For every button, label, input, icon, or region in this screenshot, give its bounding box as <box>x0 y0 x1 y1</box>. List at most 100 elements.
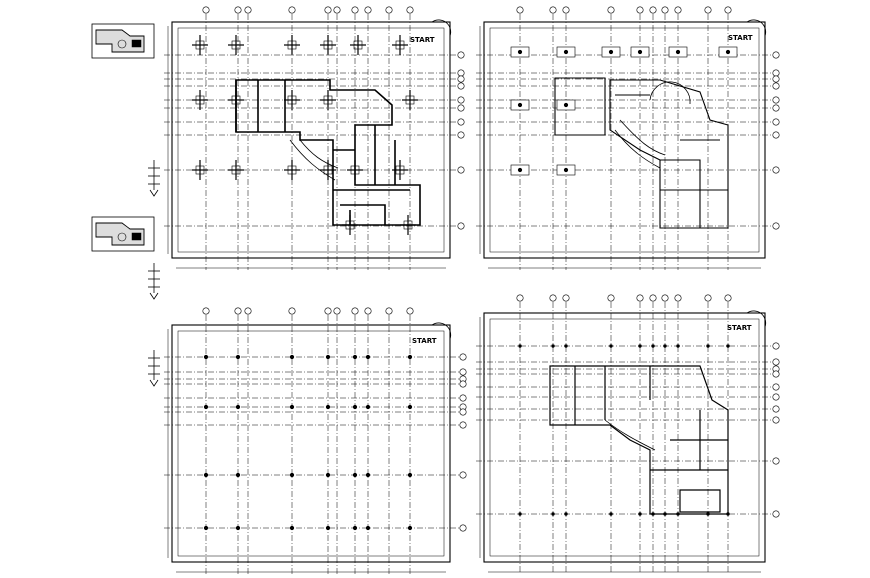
wall-outline <box>554 77 606 136</box>
grid-bubble-top <box>674 6 682 14</box>
beam-section-box <box>353 40 363 50</box>
column-marker <box>325 525 331 531</box>
column-marker <box>563 167 569 173</box>
column-marker <box>235 354 241 360</box>
column-marker <box>235 525 241 531</box>
grid-bubble-top <box>661 294 669 302</box>
grid-bubble-right <box>459 421 467 429</box>
grid-bubble-right <box>772 96 780 104</box>
beam-section-box <box>405 95 415 105</box>
grid-bubble-right <box>772 405 780 413</box>
key-plan-marker <box>117 39 127 49</box>
start-arc-bottom-left <box>431 322 452 340</box>
column-marker <box>289 404 295 410</box>
grid-bubble-top <box>234 307 242 315</box>
grid-bubble-top <box>516 294 524 302</box>
plan-frame-top-left <box>171 21 451 259</box>
column-marker <box>551 512 555 516</box>
wall-outline <box>235 79 421 226</box>
beam-section-box <box>323 40 333 50</box>
grid-bubble-right <box>459 471 467 479</box>
grid-bubble-right <box>772 510 780 518</box>
column-markers <box>203 46 738 531</box>
grid-bubble-top <box>562 6 570 14</box>
plan-frame-bottom-right <box>483 312 766 563</box>
column-marker <box>651 344 655 348</box>
column-marker <box>235 472 241 478</box>
grid-bubble-right <box>772 75 780 83</box>
column-marker <box>609 512 613 516</box>
grid-bubble-right <box>459 368 467 376</box>
grid-bubble-top <box>674 294 682 302</box>
plan-inner-frame-top-right <box>489 27 760 253</box>
column-marker <box>638 512 642 516</box>
beam-section-box <box>287 40 297 50</box>
start-label-bottom-left: START <box>412 337 437 345</box>
column-marker <box>551 344 555 348</box>
column-marker <box>706 344 710 348</box>
grid-bubble-top <box>549 294 557 302</box>
grid-bubble-right <box>772 82 780 90</box>
beam-section-box <box>403 220 413 230</box>
beam-section-box <box>195 40 205 50</box>
grid-bubble-top <box>244 307 252 315</box>
column-marker <box>203 354 209 360</box>
column-marker <box>518 512 522 516</box>
column-marker <box>352 472 358 478</box>
grid-bubble-right <box>772 393 780 401</box>
grid-bubble-top <box>661 6 669 14</box>
beam-section-box <box>231 95 241 105</box>
column-marker <box>638 344 642 348</box>
grid-bubble-top <box>202 307 210 315</box>
grid-bubble-right <box>457 104 465 112</box>
grid-bubble-top <box>724 294 732 302</box>
column-marker <box>365 404 371 410</box>
column-marker <box>726 344 730 348</box>
column-marker <box>651 512 655 516</box>
curved-wall <box>604 419 656 451</box>
grid-bubble-right <box>459 353 467 361</box>
column-marker <box>365 525 371 531</box>
grid-bubble-top <box>364 307 372 315</box>
grid-bubble-right <box>772 51 780 59</box>
wall-outline <box>340 204 386 225</box>
column-marker <box>407 404 413 410</box>
grid-bubbles <box>202 6 780 532</box>
curved-wall <box>619 119 666 156</box>
grid-bubble-right <box>772 104 780 112</box>
column-marker <box>675 49 681 55</box>
grid-bubble-top <box>324 6 332 14</box>
grid-bubble-top <box>385 6 393 14</box>
key-plan-lower <box>91 216 155 252</box>
column-marker <box>706 512 710 516</box>
start-arc-top-left <box>431 19 452 37</box>
key-plan-hatch <box>131 232 142 241</box>
grid-bubble-right <box>457 82 465 90</box>
column-marker <box>289 354 295 360</box>
column-marker <box>325 404 331 410</box>
plan-frames <box>171 19 767 563</box>
column-marker <box>352 404 358 410</box>
start-arc-top-right <box>746 19 767 37</box>
key-plans <box>91 23 160 387</box>
grid-bubble-right <box>457 131 465 139</box>
column-marker <box>518 344 522 348</box>
column-marker <box>407 354 413 360</box>
key-plan-upper <box>91 23 155 59</box>
grid-bubble-right <box>772 416 780 424</box>
column-marker <box>235 404 241 410</box>
wall-outline <box>549 365 729 515</box>
beam-section-box <box>231 165 241 175</box>
beam-section-box <box>195 165 205 175</box>
grid-bubble-top <box>406 6 414 14</box>
curved-wall <box>614 129 661 169</box>
grid-bubble-top <box>649 294 657 302</box>
column-marker <box>352 354 358 360</box>
plan-inner-frame-top-left <box>177 27 445 253</box>
plan-frame-top-right <box>483 21 766 259</box>
grid-bubble-right <box>772 69 780 77</box>
grid-bubble-top <box>406 307 414 315</box>
curved-wall <box>649 81 691 105</box>
grid-bubble-top <box>288 307 296 315</box>
grid-bubble-right <box>457 222 465 230</box>
